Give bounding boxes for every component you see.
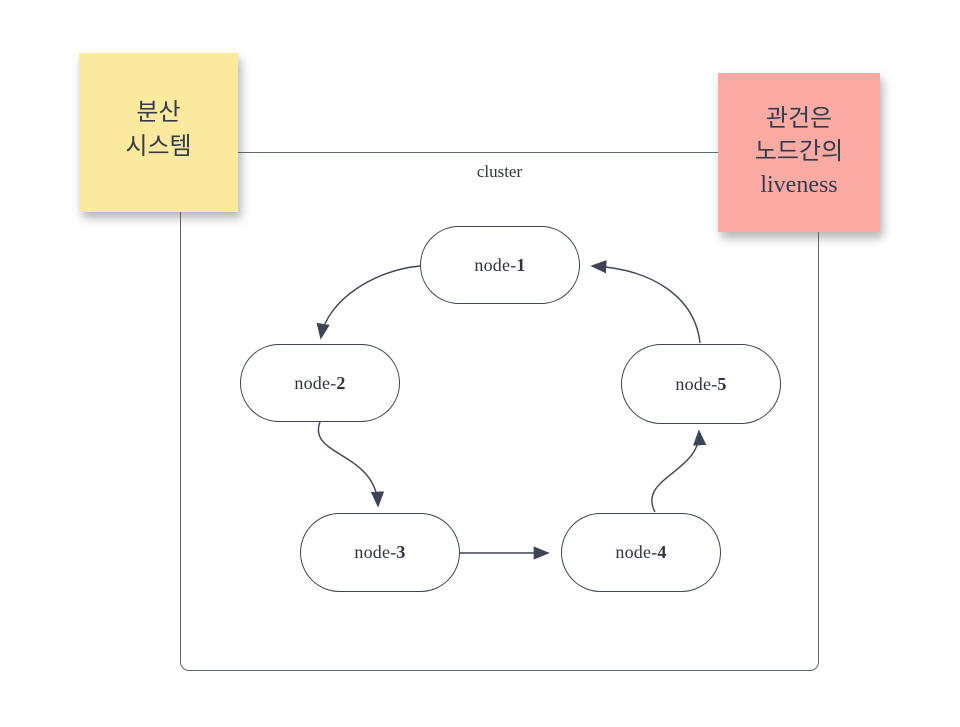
node-2-shape[interactable]: node-2	[240, 344, 400, 422]
node-3-shape[interactable]: node-3	[300, 513, 460, 592]
node-1-label-number: 1	[516, 254, 526, 275]
sticky-note-yellow[interactable]: 분산 시스템	[79, 53, 238, 212]
node-1-shape[interactable]: node-1	[420, 226, 580, 304]
node-5-label-prefix: node-	[675, 373, 718, 394]
sticky-note-yellow-line-1: 분산	[136, 99, 181, 126]
node-4-label: node-4	[615, 542, 666, 563]
cluster-label: cluster	[476, 162, 523, 181]
sticky-note-pink-line-3: liveness	[760, 172, 838, 198]
node-5-label: node-5	[675, 374, 726, 395]
node-2-label: node-2	[294, 373, 345, 394]
node-4-label-prefix: node-	[615, 542, 658, 562]
node-2-label-number: 2	[336, 372, 346, 393]
sticky-note-pink-line-2: 노드간의	[754, 139, 844, 165]
sticky-note-pink-line-1: 관건은	[765, 106, 833, 132]
node-1-label: node-1	[474, 255, 525, 276]
node-1-label-prefix: node-	[474, 254, 517, 275]
sticky-note-yellow-line-2: 시스템	[125, 133, 192, 160]
node-2-label-prefix: node-	[294, 372, 337, 393]
node-4-label-number: 4	[657, 542, 667, 562]
node-5-label-number: 5	[717, 373, 727, 394]
node-3-label-number: 3	[396, 542, 406, 562]
node-5-shape[interactable]: node-5	[621, 344, 781, 424]
node-3-label-prefix: node-	[354, 542, 397, 562]
sticky-note-pink[interactable]: 관건은 노드간의 liveness	[718, 73, 880, 232]
node-4-shape[interactable]: node-4	[561, 513, 721, 592]
node-3-label: node-3	[354, 542, 405, 563]
